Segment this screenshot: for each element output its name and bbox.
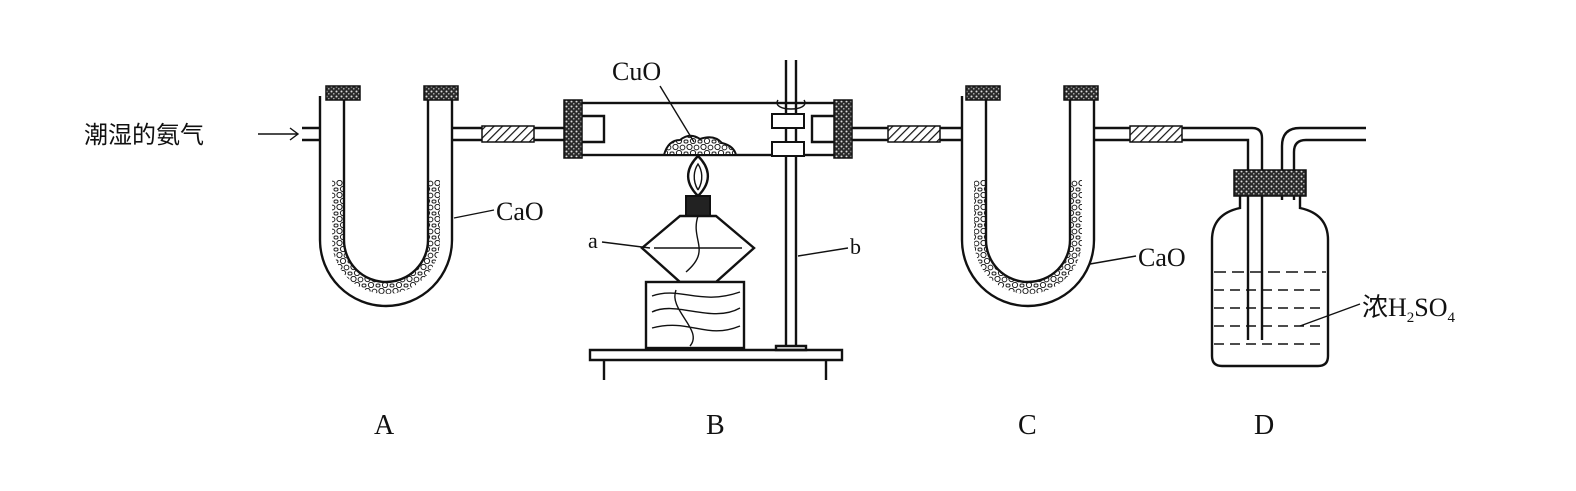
label-conc-h2so4: 浓H2SO4 — [1362, 293, 1456, 326]
stopper-b-right — [833, 99, 853, 159]
wash-bottle-d — [1182, 126, 1366, 368]
iron-stand-rod — [784, 60, 798, 346]
label-inlet-gas: 潮湿的氨气 — [84, 121, 204, 149]
rubber-tube-ab — [481, 125, 535, 143]
stopper-d — [1233, 169, 1307, 197]
u-tube-c — [960, 85, 1130, 308]
wooden-block — [644, 280, 746, 350]
stand-base — [588, 348, 844, 380]
apparatus-b — [563, 60, 853, 380]
flame — [687, 154, 709, 198]
label-apparatus-c: C — [1018, 410, 1037, 441]
rubber-tube-bc — [887, 125, 941, 143]
label-cao-c: CaO — [1138, 243, 1186, 272]
rubber-tube-cd — [1129, 125, 1183, 143]
stopper-c-right — [1063, 85, 1099, 101]
label-apparatus-d: D — [1254, 410, 1274, 441]
label-b: b — [850, 234, 861, 259]
u-tube-a — [302, 85, 482, 308]
stopper-a-left — [325, 85, 361, 101]
label-cao-a: CaO — [496, 197, 544, 226]
stopper-c-left — [965, 85, 1001, 101]
label-cuo: CuO — [612, 57, 661, 86]
label-apparatus-b: B — [706, 410, 725, 441]
label-a: a — [588, 228, 598, 253]
label-apparatus-a: A — [374, 410, 395, 441]
bottle-body — [1210, 196, 1330, 368]
alcohol-lamp — [640, 214, 756, 284]
stopper-a-right — [423, 85, 459, 101]
inlet-arrow-icon — [258, 127, 300, 141]
stopper-b-left — [563, 99, 583, 159]
cuo-pile — [662, 134, 738, 156]
